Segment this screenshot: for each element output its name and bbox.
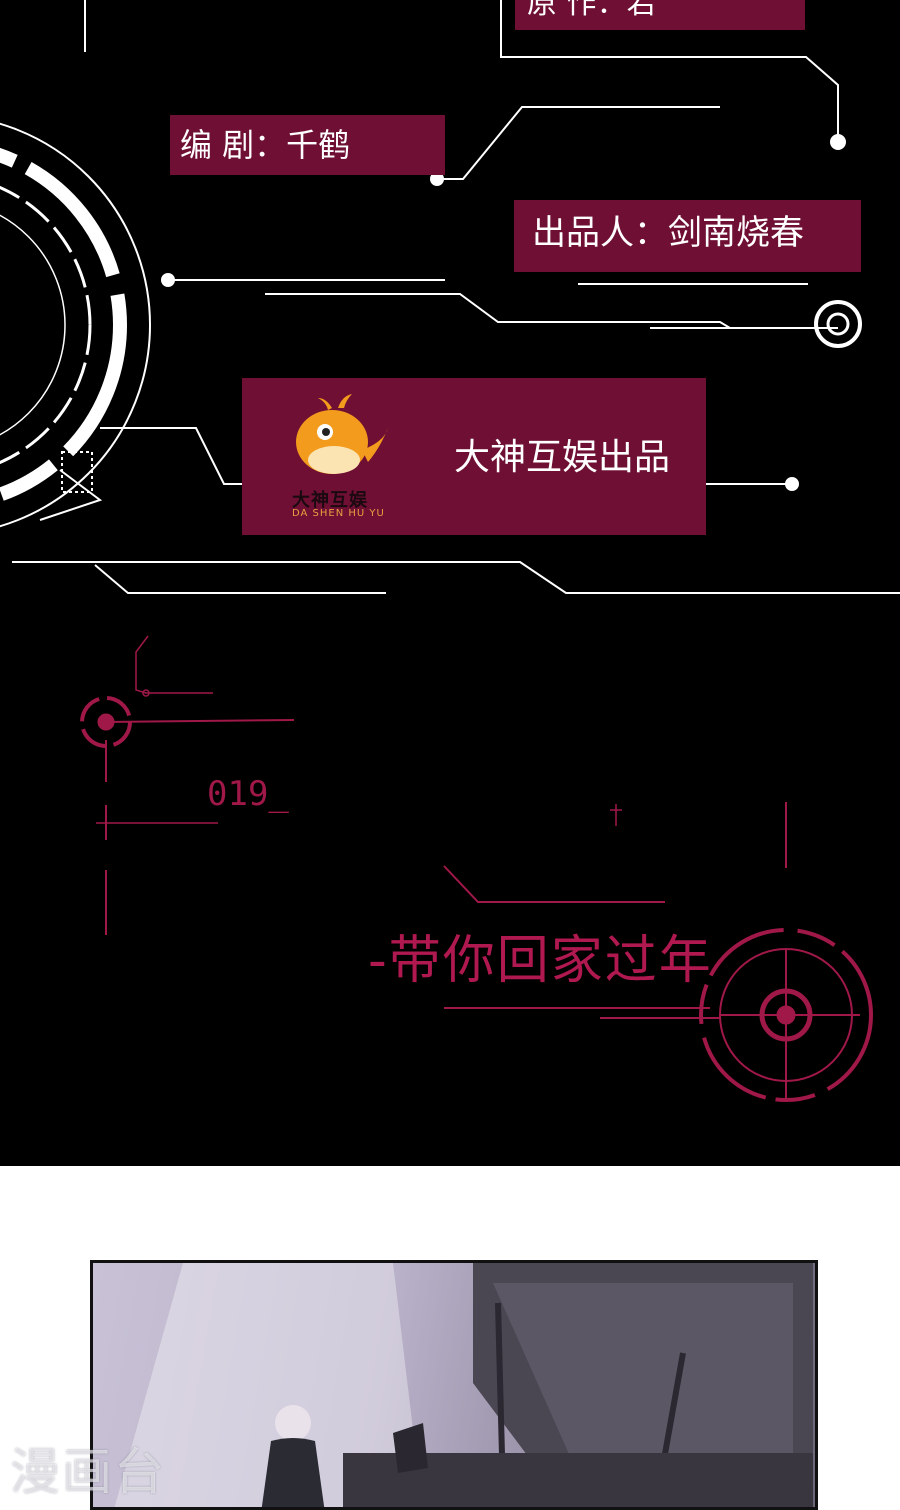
writer-banner: 编 剧：千鹤: [170, 115, 445, 175]
logo-english-text: DA SHEN HU YU: [292, 508, 385, 519]
piano-scene-illustration: [114, 1263, 813, 1507]
studio-banner: 大神互娱 DA SHEN HU YU 大神互娱出品: [242, 378, 706, 535]
producer-label: 出品人：剑南烧春: [532, 213, 804, 253]
chapter-number: 019_: [207, 774, 289, 814]
whale-logo-icon: [296, 394, 388, 474]
studio-name: 大神互娱出品: [454, 437, 671, 478]
watermark: 漫画台: [10, 1443, 166, 1501]
title-page: 原 作：若 编 剧：千鹤 出品人：剑南烧春 大神互娱 DA SHEN HU YU…: [0, 0, 900, 1166]
hud-ring-left: [0, 122, 151, 528]
logo-chinese-text: 大神互娱: [292, 490, 368, 511]
comic-panel: [90, 1260, 818, 1510]
writer-label: 编 剧：千鹤: [180, 126, 351, 164]
hud-decoration: [0, 0, 900, 1102]
producer-banner: 出品人：剑南烧春: [514, 200, 861, 272]
chapter-title: -带你回家过年: [368, 931, 713, 991]
original-author-label: 原 作：若: [527, 0, 657, 21]
original-author-banner: 原 作：若: [515, 0, 805, 30]
